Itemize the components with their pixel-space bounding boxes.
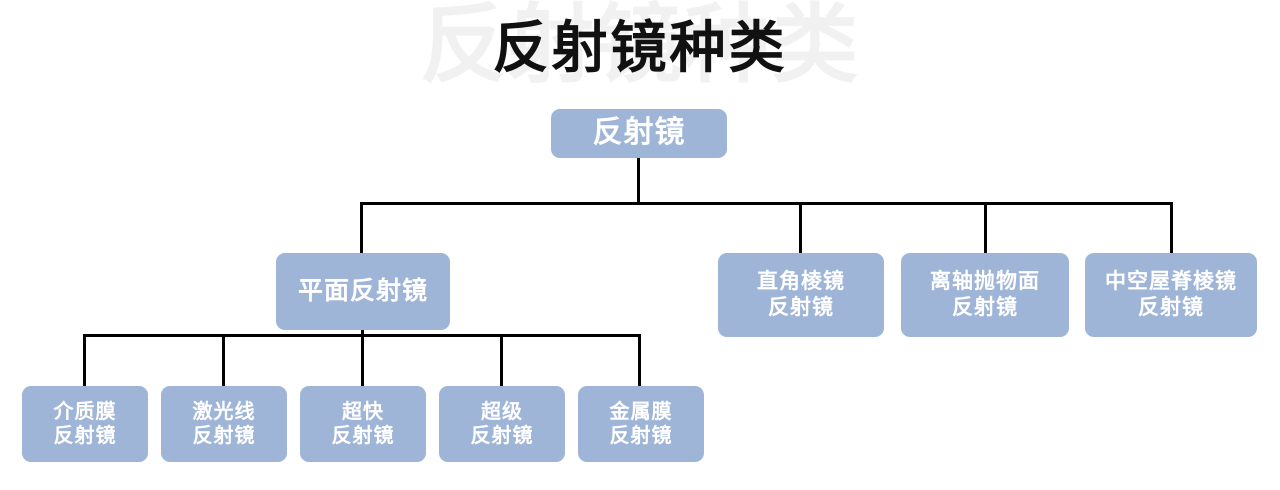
connector-drop-planar (360, 202, 363, 256)
page-title: 反射镜种类 (492, 16, 788, 79)
connector-root-stem (637, 158, 640, 204)
connector-drop-hollow-roof-prism (1170, 202, 1173, 253)
connector-drop-dielectric-film (83, 334, 86, 386)
connector-level2-bus (360, 202, 1173, 205)
node-laser-line-mirror[interactable]: 激光线 反射镜 (161, 386, 287, 462)
connector-drop-ultrafast (361, 334, 364, 386)
node-right-angle-prism-mirror[interactable]: 直角棱镜 反射镜 (718, 253, 884, 337)
connector-drop-off-axis-parabolic (984, 202, 987, 253)
connector-planar-stem (361, 330, 364, 336)
title-watermark-text: 反射镜种类 (420, 0, 860, 93)
node-dielectric-film-mirror[interactable]: 介质膜 反射镜 (22, 386, 148, 462)
connector-drop-laser-line (222, 334, 225, 386)
node-hollow-roof-prism-mirror[interactable]: 中空屋脊棱镜 反射镜 (1085, 253, 1257, 337)
connector-drop-metallic-film (638, 334, 641, 386)
connector-drop-right-angle-prism (799, 202, 802, 253)
node-root-mirror[interactable]: 反射镜 (551, 109, 727, 158)
page-title-block: 反射镜种类 反射镜种类 (0, 0, 1280, 105)
node-planar-mirror[interactable]: 平面反射镜 (276, 253, 450, 330)
node-metallic-film-mirror[interactable]: 金属膜 反射镜 (578, 386, 704, 462)
connector-drop-supermirror (500, 334, 503, 386)
node-ultrafast-mirror[interactable]: 超快 反射镜 (300, 386, 426, 462)
node-off-axis-parabolic-mirror[interactable]: 离轴抛物面 反射镜 (901, 253, 1069, 337)
node-supermirror[interactable]: 超级 反射镜 (439, 386, 565, 462)
